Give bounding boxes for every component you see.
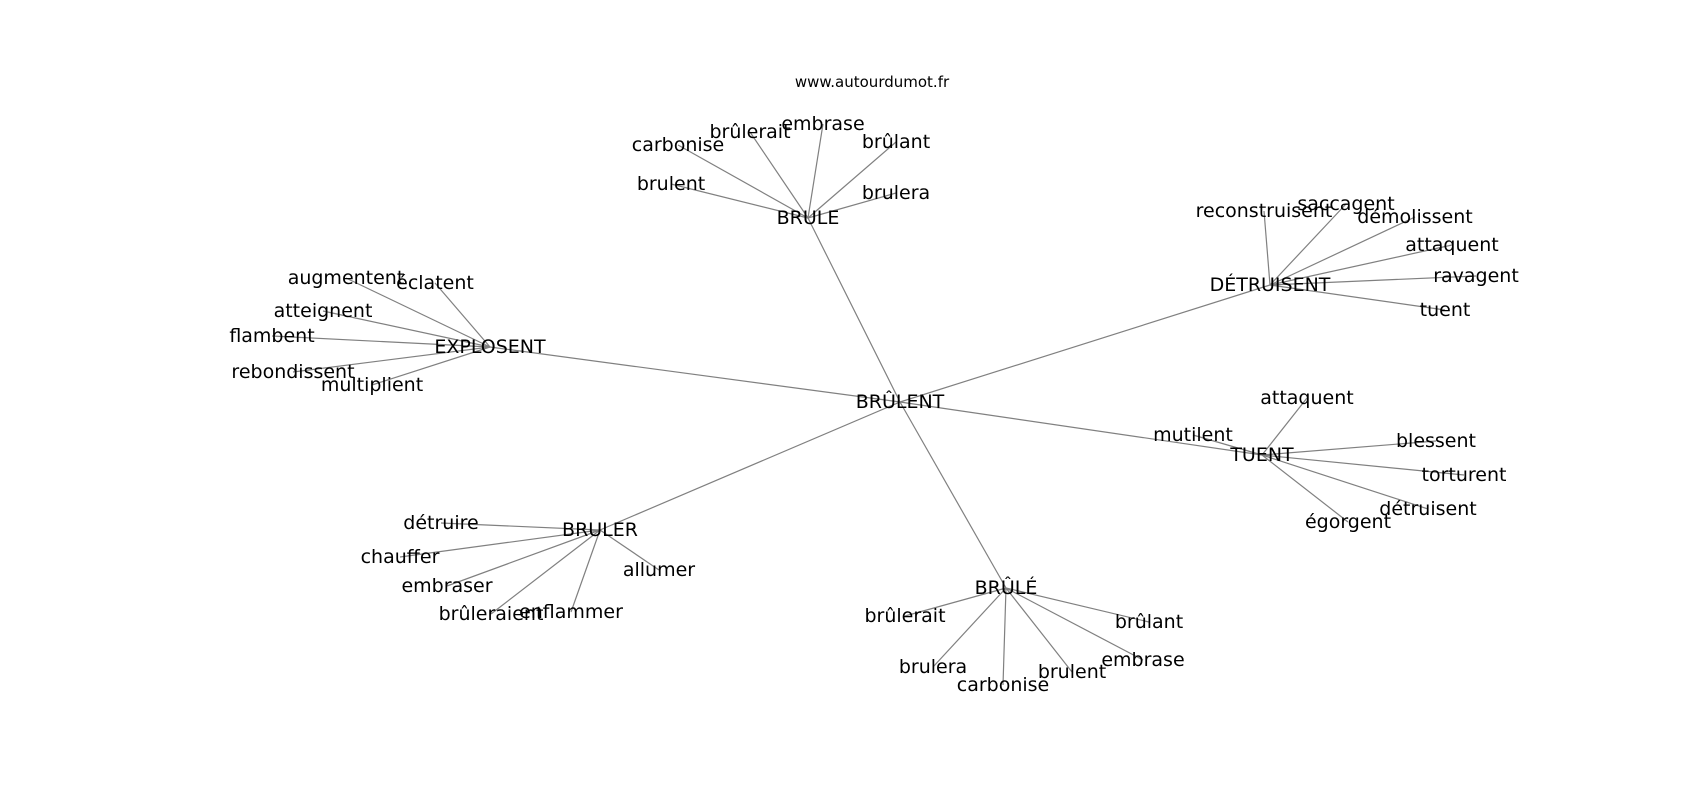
graph-edges — [271, 123, 1477, 686]
edge-hub-to-leaf — [399, 529, 601, 558]
hub-node[interactable]: BRÛLÉ — [975, 575, 1038, 599]
leaf-node[interactable]: brulent — [637, 173, 705, 195]
leaf-node[interactable]: mutilent — [1153, 424, 1233, 446]
leaf-node[interactable]: rebondissent — [231, 361, 354, 383]
edge-hub-to-leaf — [322, 310, 491, 348]
edge-hub-to-leaf — [371, 346, 491, 386]
edge-hub-to-leaf — [1269, 216, 1416, 286]
leaf-node[interactable]: ravagent — [1433, 265, 1519, 287]
edge-center-to-hub — [599, 401, 901, 531]
leaf-node[interactable]: brûleraient — [439, 603, 544, 625]
leaf-node[interactable]: attaquent — [1260, 387, 1353, 409]
leaf-node[interactable]: atteignent — [274, 300, 373, 322]
leaf-node[interactable]: égorgent — [1305, 511, 1391, 533]
graph-labels: www.autourdumot.fr BRÛLENT BRULE carbonise… — [229, 73, 1518, 696]
edge-center-to-hub — [899, 401, 1263, 456]
leaf-node[interactable]: carbonise — [957, 674, 1050, 696]
center-node[interactable]: BRÛLENT — [856, 389, 945, 413]
hub-node[interactable]: BRULE — [777, 207, 840, 229]
edge-hub-to-leaf — [1269, 284, 1446, 311]
edge-hub-to-leaf — [1261, 454, 1429, 510]
edge-hub-to-leaf — [749, 131, 809, 219]
leaf-node[interactable]: embrase — [1101, 649, 1184, 671]
hub-node[interactable]: DÉTRUISENT — [1210, 273, 1331, 296]
edge-center-to-hub — [899, 284, 1271, 403]
leaf-node[interactable]: torturent — [1422, 464, 1507, 486]
leaf-node[interactable]: augmentent — [288, 267, 405, 289]
edge-hub-to-leaf — [446, 529, 601, 587]
leaf-node[interactable]: saccagent — [1297, 193, 1394, 215]
leaf-node[interactable]: allumer — [623, 559, 695, 581]
leaf-node[interactable]: flambent — [229, 325, 314, 347]
edge-hub-to-leaf — [434, 282, 491, 348]
leaf-node[interactable]: embraser — [401, 575, 492, 597]
edge-center-to-hub — [899, 401, 1007, 589]
leaf-node[interactable]: brûlant — [1115, 611, 1183, 633]
edge-hub-to-leaf — [932, 587, 1007, 668]
edge-hub-to-leaf — [1263, 210, 1271, 286]
edge-hub-to-leaf — [1261, 397, 1308, 456]
leaf-node[interactable]: carbonise — [632, 134, 725, 156]
leaf-node[interactable]: brulent — [1038, 661, 1106, 683]
leaf-node[interactable]: multiplient — [321, 374, 423, 396]
edge-hub-to-leaf — [1269, 275, 1477, 286]
edge-hub-to-leaf — [1005, 587, 1144, 661]
edge-hub-to-leaf — [807, 192, 897, 219]
edge-hub-to-leaf — [1269, 244, 1453, 286]
edge-center-to-hub — [807, 217, 901, 403]
edge-hub-to-leaf — [292, 346, 491, 373]
hub-node[interactable]: BRULER — [562, 519, 638, 541]
edge-hub-to-leaf — [1005, 587, 1150, 623]
edge-hub-to-leaf — [1261, 454, 1349, 523]
edge-center-to-hub — [489, 346, 901, 403]
leaf-node[interactable]: détruire — [403, 512, 478, 534]
leaf-node[interactable]: reconstruisent — [1196, 200, 1333, 222]
edge-hub-to-leaf — [490, 529, 601, 615]
leaf-node[interactable]: brulera — [899, 656, 967, 678]
edge-hub-to-leaf — [1192, 434, 1263, 456]
edge-hub-to-leaf — [1261, 440, 1437, 456]
leaf-node[interactable]: enflammer — [519, 601, 623, 623]
leaf-node[interactable]: brûlerait — [864, 605, 945, 627]
edge-hub-to-leaf — [1002, 587, 1007, 686]
leaf-node[interactable]: détruisent — [1379, 498, 1476, 520]
leaf-node[interactable]: attaquent — [1405, 234, 1498, 256]
site-url: www.autourdumot.fr — [795, 73, 950, 91]
edge-hub-to-leaf — [807, 141, 897, 219]
hub-node[interactable]: TUENT — [1229, 444, 1294, 466]
leaf-node[interactable]: embrase — [781, 113, 864, 135]
edge-hub-to-leaf — [677, 144, 809, 219]
hub-node[interactable]: EXPLOSENT — [434, 336, 546, 358]
edge-hub-to-leaf — [271, 335, 491, 348]
leaf-node[interactable]: brûlant — [862, 131, 930, 153]
edge-hub-to-leaf — [904, 587, 1007, 617]
leaf-node[interactable]: tuent — [1420, 299, 1471, 321]
leaf-node[interactable]: chauffer — [361, 546, 440, 568]
leaf-node[interactable]: éclatent — [396, 272, 474, 294]
edge-hub-to-leaf — [570, 529, 601, 613]
leaf-node[interactable]: démolissent — [1357, 206, 1472, 228]
leaf-node[interactable]: brûlerait — [709, 121, 790, 143]
edge-hub-to-leaf — [440, 522, 601, 531]
edge-hub-to-leaf — [599, 529, 660, 571]
edge-hub-to-leaf — [345, 277, 491, 348]
edge-hub-to-leaf — [1005, 587, 1073, 673]
edge-hub-to-leaf — [807, 123, 824, 219]
edge-hub-to-leaf — [670, 183, 809, 219]
edge-hub-to-leaf — [1261, 454, 1465, 476]
edge-hub-to-leaf — [1269, 203, 1347, 286]
leaf-node[interactable]: brulera — [862, 182, 930, 204]
leaf-node[interactable]: blessent — [1396, 430, 1476, 452]
